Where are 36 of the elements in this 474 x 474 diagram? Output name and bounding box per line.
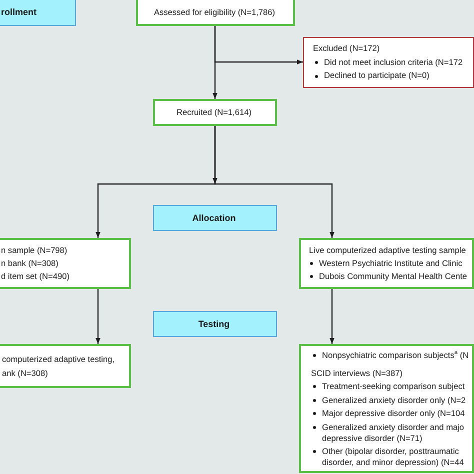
box-label: Assessed for eligibility (N=1,786) <box>154 6 276 18</box>
exclusion-box <box>303 37 474 88</box>
list-heading: n bank (N=308) <box>1 257 58 270</box>
list-item-text: Generalized anxiety disorder and majo depressive disorder (N=71) <box>322 422 466 444</box>
stage-label: rollment <box>1 6 37 19</box>
list-item-text: Nonpsychiatric comparison subjects$^{a}$ (N <box>322 350 469 360</box>
process-box <box>0 344 131 388</box>
list-item-text: Treatment-seeking comparison subject <box>322 381 465 392</box>
stage-label: Testing <box>198 318 230 330</box>
list-heading: Live computerized adaptive testing sample <box>309 244 466 257</box>
list-item-text: Other (bipolar disorder, posttraumatic disorder, and minor depression) (N=44 <box>322 446 465 468</box>
box-label: Recruited (N=1,614) <box>176 106 252 119</box>
list-item-text: Western Psychiatric Institute and Clinic <box>319 257 462 270</box>
list-heading: Excluded (N=172) <box>313 42 380 56</box>
stage-header-box <box>153 311 277 337</box>
list-item-text: Did not meet inclusion criteria (N=172 <box>324 56 463 69</box>
list-heading: n sample (N=798) <box>1 244 68 257</box>
arrow <box>214 26 303 64</box>
list-item-text: Generalized anxiety disorder only (N=2 <box>322 394 466 406</box>
process-box <box>299 238 474 289</box>
box-label: computerized adaptive testing, ank (N=308) <box>2 353 116 380</box>
list-heading: SCID interviews (N=387) <box>311 368 403 378</box>
arrow <box>330 289 334 344</box>
list-heading: d item set (N=490) <box>1 270 70 283</box>
arrow <box>96 289 100 344</box>
stage-header-box <box>0 0 76 26</box>
list-item-text: Major depressive disorder only (N=104 <box>322 408 465 419</box>
stage-header-box <box>153 205 277 231</box>
process-box <box>0 238 131 289</box>
list-item-text: Declined to participate (N=0) <box>324 69 430 82</box>
process-box <box>153 99 277 126</box>
stage-label: Allocation <box>192 212 236 224</box>
process-box <box>299 344 474 473</box>
process-box <box>136 0 295 26</box>
list-item-text: Dubois Community Mental Health Cente <box>319 270 468 283</box>
arrow <box>212 126 218 184</box>
